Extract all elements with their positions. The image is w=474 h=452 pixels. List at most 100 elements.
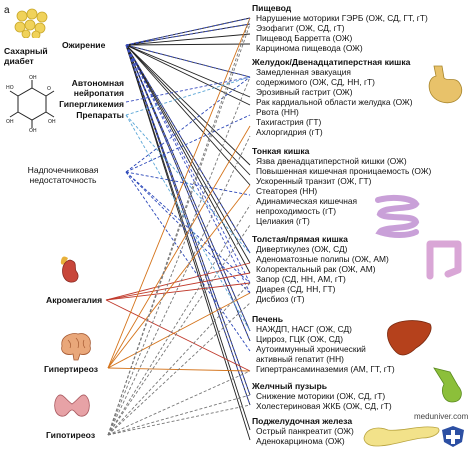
connection-line bbox=[107, 282, 251, 436]
connection-line bbox=[125, 44, 251, 264]
section-item: Нарушение моторики ГЭРБ (ОЖ, СД, ГТ, гТ) bbox=[256, 13, 428, 23]
section-item: Целиакия (гТ) bbox=[256, 216, 310, 226]
section-title: Толстая/прямая кишка bbox=[252, 234, 348, 244]
connection-line bbox=[125, 23, 251, 46]
section-item: Повышенная кишечная проницаемость (ОЖ) bbox=[256, 166, 432, 176]
section-title: Пищевод bbox=[252, 3, 292, 13]
section-item: Эзофагит (ОЖ, СД, гТ) bbox=[256, 23, 345, 33]
connection-line bbox=[125, 76, 251, 173]
section-item: Рак кардиальной области желудка (ОЖ) bbox=[256, 97, 413, 107]
connection-line bbox=[125, 44, 251, 342]
label-hyperglycemia: Гипергликемия bbox=[59, 99, 124, 109]
section-item: Карцинома пищевода (ОЖ) bbox=[256, 43, 363, 53]
connection-line bbox=[125, 43, 251, 46]
section-item: Язва двенадцатиперстной кишки (ОЖ) bbox=[256, 156, 407, 166]
section-item: Замедленная эвакуация bbox=[256, 67, 351, 77]
connection-line bbox=[125, 44, 251, 78]
thyroid-icon bbox=[54, 394, 90, 417]
connection-line bbox=[125, 44, 251, 332]
connection-line bbox=[107, 224, 251, 436]
connection-line bbox=[125, 76, 251, 116]
section-title: Тонкая кишка bbox=[252, 146, 310, 156]
connection-line bbox=[125, 76, 251, 103]
section-item: Пищевод Барретта (ОЖ) bbox=[256, 33, 353, 43]
section-item: Колоректальный рак (ОЖ, АМ) bbox=[256, 264, 376, 274]
connection-line bbox=[125, 33, 251, 46]
glucose-molecule-icon: OH O HO OH OH OH bbox=[6, 75, 56, 132]
connection-line bbox=[125, 44, 251, 406]
section-item: Аденокарцинома (ОЖ) bbox=[256, 436, 345, 446]
connection-line bbox=[107, 17, 251, 369]
section-item: Острый панкреатит (ОЖ) bbox=[256, 426, 354, 436]
section-item: активный гепатит (НН) bbox=[256, 354, 344, 364]
large-intestine-icon bbox=[426, 240, 462, 280]
connection-line bbox=[105, 272, 251, 301]
connection-line bbox=[125, 171, 251, 196]
label-neuropathy: Автономная нейропатия bbox=[71, 78, 124, 98]
svg-text:OH: OH bbox=[6, 119, 14, 125]
connection-line bbox=[107, 23, 251, 436]
connection-line bbox=[125, 44, 251, 396]
connection-line bbox=[107, 184, 251, 369]
brain-icon bbox=[61, 333, 91, 361]
connection-line bbox=[125, 44, 251, 294]
connection-line bbox=[105, 282, 251, 301]
connection-line bbox=[125, 17, 251, 46]
gallbladder-icon bbox=[433, 367, 462, 403]
svg-text:O: O bbox=[47, 86, 51, 92]
watermark-text: meduniver.com bbox=[414, 412, 469, 421]
section-item: Стеаторея (НН) bbox=[256, 186, 318, 196]
logo-icon bbox=[442, 426, 464, 447]
section-item: содержимого (ОЖ, СД, НН, гТ) bbox=[256, 77, 375, 87]
connection-line bbox=[125, 44, 251, 254]
connection-line bbox=[125, 114, 251, 254]
label-diabetes: Сахарный диабет bbox=[4, 46, 48, 66]
section-item: Аутоиммунный хронический bbox=[256, 344, 366, 354]
connection-line bbox=[125, 44, 251, 166]
section-item: НАЖДП, НАСГ (ОЖ, СД) bbox=[256, 324, 352, 334]
connection-line bbox=[125, 44, 251, 176]
connection-line bbox=[125, 171, 251, 352]
connection-line bbox=[107, 76, 251, 436]
adrenal-icon bbox=[60, 256, 79, 283]
section-item: Запор (СД, НН, АМ, гТ) bbox=[256, 274, 346, 284]
connection-line bbox=[107, 204, 251, 436]
connection-line bbox=[107, 404, 251, 436]
section-title: Желудок/Двенадцатиперстная кишка bbox=[252, 57, 411, 67]
section-item: Эрозивный гастрит (ОЖ) bbox=[256, 87, 353, 97]
connection-line bbox=[107, 302, 251, 436]
section-title: Печень bbox=[252, 314, 283, 324]
label-hypothyroid: Гипотиреоз bbox=[46, 430, 96, 440]
stomach-icon bbox=[428, 65, 463, 104]
connection-line bbox=[107, 394, 251, 436]
connection-line bbox=[105, 299, 251, 372]
connection-line bbox=[125, 44, 251, 441]
connection-line bbox=[125, 44, 251, 431]
connection-line bbox=[105, 262, 251, 301]
svg-text:OH: OH bbox=[29, 128, 37, 132]
section-item: Гипертрансаминаземия (АМ, ГТ, гТ) bbox=[256, 364, 395, 374]
section-item: Рвота (НН) bbox=[256, 107, 299, 117]
fat-cells-icon bbox=[14, 8, 48, 38]
section-item: Холестериновая ЖКБ (ОЖ, СД, гТ) bbox=[256, 401, 392, 411]
svg-text:OH: OH bbox=[29, 75, 37, 81]
connection-line bbox=[125, 44, 251, 98]
svg-text:HO: HO bbox=[6, 85, 14, 91]
svg-text:OH: OH bbox=[48, 119, 56, 125]
connection-line bbox=[107, 370, 251, 436]
label-obesity: Ожирение bbox=[62, 40, 106, 50]
small-intestine-icon bbox=[375, 194, 420, 238]
connection-line bbox=[125, 44, 251, 186]
section-item: Дисбиоз (гТ) bbox=[256, 294, 305, 304]
section-item: Цирроз, ГЦК (ОЖ, СД) bbox=[256, 334, 344, 344]
connection-line bbox=[107, 135, 251, 436]
connection-line bbox=[125, 44, 251, 78]
section-title: Поджелудочная железа bbox=[252, 416, 353, 426]
label-hyperthyroid: Гипертиреоз bbox=[44, 364, 98, 374]
connection-line bbox=[125, 114, 251, 173]
label-drugs: Препараты bbox=[76, 110, 124, 120]
section-item: Дивертикулез (ОЖ, СД) bbox=[256, 244, 348, 254]
section-item: непроходимость (гТ) bbox=[256, 206, 337, 216]
section-item: Адинамическая кишечная bbox=[256, 196, 358, 206]
